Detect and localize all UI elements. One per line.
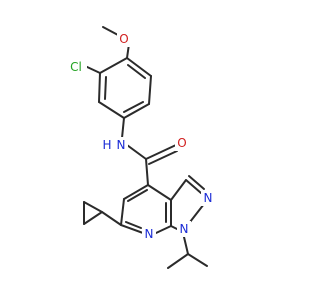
bond-npy-c7a <box>155 225 172 234</box>
bond-c6-cp <box>101 211 122 226</box>
bond-ch-me1 <box>167 253 189 269</box>
molecule-structure: O Cl O N H N N N <box>65 26 215 269</box>
bond-methyl-o <box>102 26 119 36</box>
bond-c3a-c3 <box>170 179 187 201</box>
bond-c4-c3a <box>147 184 172 201</box>
bond-n1-c7a <box>170 225 178 230</box>
bond-ring-e-inner <box>104 76 107 100</box>
bond-ring-d <box>98 101 125 119</box>
bond-ring-c <box>123 103 150 119</box>
bond-layer <box>83 26 208 269</box>
bond-ring-a <box>126 57 152 77</box>
bond-ring-cl <box>84 65 101 74</box>
bond-cp-3 <box>83 201 103 213</box>
amide-hydrogen-label: H <box>102 138 111 152</box>
bond-c6-npy <box>120 224 144 234</box>
bond-n1-ch <box>183 236 189 255</box>
bond-c4-c5-inner <box>127 189 148 202</box>
pyridine-nitrogen-label: N <box>145 227 154 241</box>
amide-nitrogen-label: N <box>117 138 126 152</box>
bond-ring-e <box>98 72 101 103</box>
bond-c3-n2-1 <box>185 179 202 194</box>
pyrazole-n1-label: N <box>180 222 189 236</box>
bond-c4-c5 <box>123 184 149 200</box>
chlorine-label: Cl <box>70 60 82 74</box>
atom-label-layer: O Cl O N H N N N <box>65 31 215 242</box>
bond-ring-b <box>148 75 152 105</box>
bond-c5-c6 <box>120 198 125 226</box>
bond-ring-a-inner <box>127 64 146 79</box>
bond-c6-npy-inner <box>125 221 142 229</box>
bond-c-c4 <box>145 158 149 186</box>
bond-cp-1 <box>83 211 103 225</box>
pyrazole-n2-label: N <box>204 191 213 205</box>
bond-n-c <box>126 144 147 160</box>
bond-c-o-2 <box>148 150 178 165</box>
bond-ring-n <box>121 117 125 139</box>
bond-ring-f <box>99 57 128 74</box>
bond-n2-n1 <box>189 203 205 223</box>
bond-ch-me2 <box>187 253 208 267</box>
bond-ring-c-inner <box>123 101 144 113</box>
bond-c-o-1 <box>145 144 177 160</box>
methoxy-oxygen-label: O <box>119 32 128 46</box>
bond-c3-n2-2 <box>188 175 205 190</box>
carbonyl-oxygen-label: O <box>177 136 186 150</box>
